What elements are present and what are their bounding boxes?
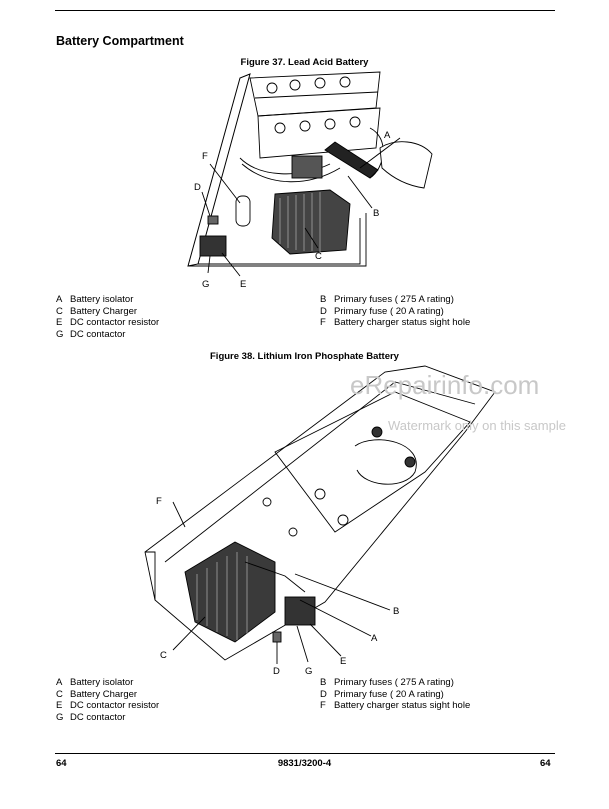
figure-38-caption: Figure 38. Lithium Iron Phosphate Batter… <box>210 351 399 362</box>
callout-E-38: E <box>340 656 346 667</box>
header-rule <box>55 10 555 11</box>
callout-F-38: F <box>156 496 162 507</box>
callout-B: B <box>373 208 379 219</box>
charger-body <box>271 189 351 255</box>
callout-A-38: A <box>371 633 378 644</box>
figure-38-illustration: F B A E C D G <box>144 365 496 677</box>
callout-D: D <box>194 182 201 193</box>
callout-F: F <box>202 151 208 162</box>
watermark-site: eRepairinfo.com <box>350 370 540 400</box>
footer-doc-number: 9831/3200-4 <box>277 758 332 769</box>
charger-body-38 <box>184 541 276 643</box>
callout-C: C <box>315 251 322 262</box>
battery-terminals <box>266 76 361 134</box>
callout-D-38: D <box>273 666 280 677</box>
callout-G: G <box>202 279 209 290</box>
figure-37-caption: Figure 37. Lead Acid Battery <box>240 57 369 68</box>
callout-A: A <box>384 130 391 141</box>
callout-C-38: C <box>160 650 167 661</box>
footer-rule <box>55 753 555 754</box>
callout-E: E <box>240 279 246 290</box>
footer-page-right: 64 <box>540 758 551 769</box>
section-title: Battery Compartment <box>56 34 184 48</box>
watermark-note: Watermark only on this sample <box>388 418 566 433</box>
callout-B-38: B <box>393 606 399 617</box>
footer-page-left: 64 <box>56 758 67 769</box>
figure-37-illustration: F D A B C G E <box>187 71 433 290</box>
callout-G-38: G <box>305 666 312 677</box>
